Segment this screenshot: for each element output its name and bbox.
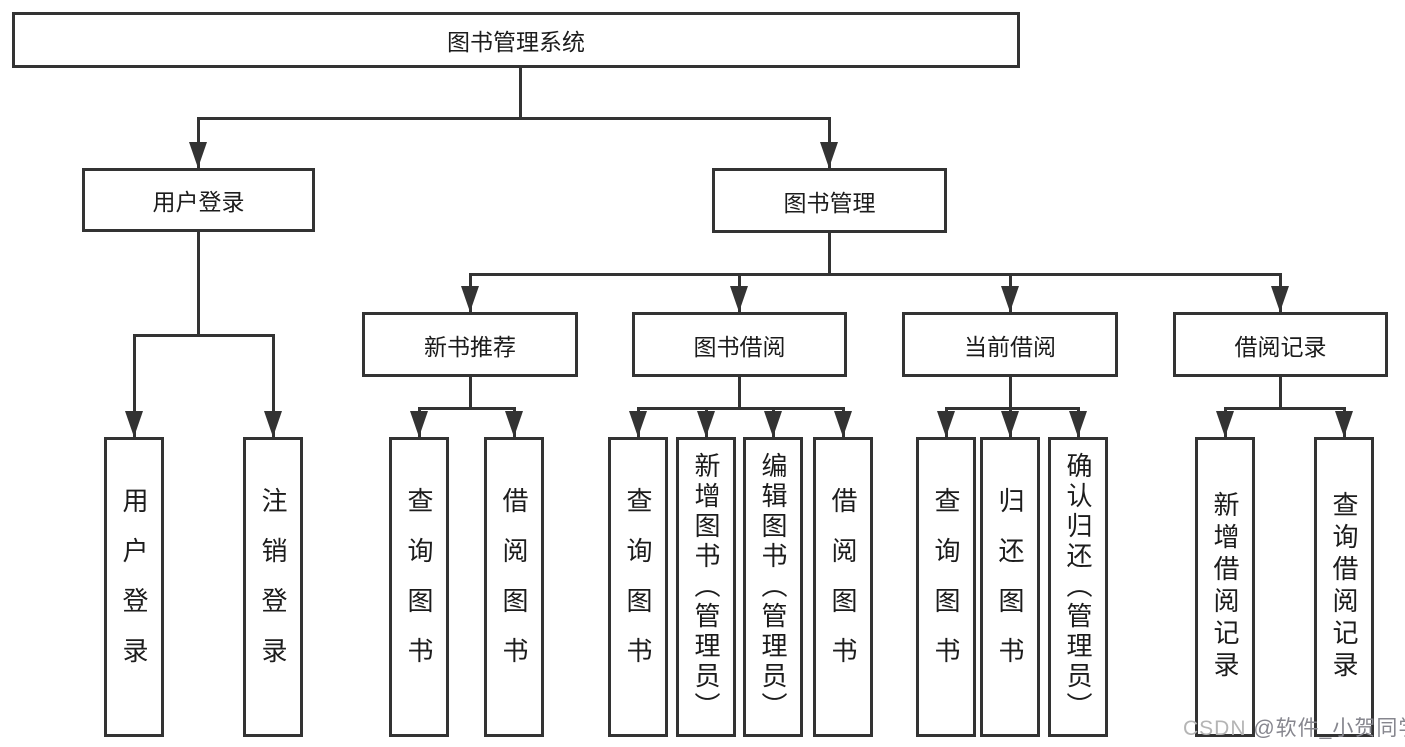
arrowhead-icon	[189, 142, 207, 168]
watermark-user: @软件_小贺同学	[1253, 717, 1405, 740]
arrowhead-icon	[1216, 411, 1234, 437]
connector-line	[271, 335, 275, 437]
leaf-label: 新增图书（管理员）	[691, 452, 721, 722]
leaf-add-borrow-record: 新增借阅记录	[1195, 437, 1255, 737]
connector-line	[196, 116, 831, 120]
leaf-label: 查询图书	[623, 487, 653, 687]
node-label: 图书管理系统	[447, 29, 585, 55]
leaf-label: 借阅图书	[828, 487, 858, 687]
arrowhead-icon	[410, 411, 428, 437]
leaf-label: 借阅图书	[499, 487, 529, 687]
node-root: 图书管理系统	[12, 12, 1020, 68]
arrowhead-icon	[764, 411, 782, 437]
leaf-label: 确认归还（管理员）	[1063, 452, 1093, 722]
connector-line	[1223, 406, 1346, 410]
connector-line	[132, 335, 136, 437]
leaf-label: 查询图书	[404, 487, 434, 687]
leaf-confirm-return-admin: 确认归还（管理员）	[1048, 437, 1108, 737]
arrowhead-icon	[1069, 411, 1087, 437]
connector-line	[132, 333, 275, 337]
node-book-management: 图书管理	[712, 168, 947, 233]
connector-line	[737, 377, 741, 408]
watermark: CSDN @软件_小贺同学	[1183, 712, 1405, 742]
node-book-borrow: 图书借阅	[632, 312, 847, 377]
arrowhead-icon	[629, 411, 647, 437]
leaf-label: 新增借阅记录	[1210, 491, 1240, 683]
leaf-user-login: 用户登录	[104, 437, 164, 737]
leaf-label: 编辑图书（管理员）	[758, 452, 788, 722]
arrowhead-icon	[697, 411, 715, 437]
connector-line	[417, 406, 516, 410]
node-current-borrow: 当前借阅	[902, 312, 1118, 377]
leaf-logout: 注销登录	[243, 437, 303, 737]
leaf-label: 注销登录	[258, 487, 288, 687]
leaf-borrow-book-1: 借阅图书	[484, 437, 544, 737]
arrowhead-icon	[264, 411, 282, 437]
node-borrow-records: 借阅记录	[1173, 312, 1388, 377]
leaf-label: 查询图书	[931, 487, 961, 687]
node-label: 图书借阅	[693, 333, 786, 360]
leaf-query-book-2: 查询图书	[608, 437, 668, 737]
leaf-query-book-1: 查询图书	[389, 437, 449, 737]
node-label: 图书管理	[783, 189, 876, 216]
node-label: 用户登录	[152, 189, 245, 215]
arrowhead-icon	[937, 411, 955, 437]
leaf-label: 归还图书	[995, 487, 1025, 687]
leaf-label: 查询借阅记录	[1329, 491, 1359, 683]
arrowhead-icon	[1271, 286, 1289, 312]
node-new-book-recommend: 新书推荐	[362, 312, 578, 377]
node-user-login: 用户登录	[82, 168, 315, 232]
leaf-query-book-3: 查询图书	[916, 437, 976, 737]
arrowhead-icon	[730, 286, 748, 312]
arrowhead-icon	[461, 286, 479, 312]
arrowhead-icon	[834, 411, 852, 437]
connector-line	[827, 232, 831, 274]
arrowhead-icon	[820, 142, 838, 168]
arrowhead-icon	[1335, 411, 1353, 437]
leaf-borrow-book-2: 借阅图书	[813, 437, 873, 737]
arrowhead-icon	[505, 411, 523, 437]
node-label: 当前借阅	[964, 333, 1056, 360]
connector-line	[468, 377, 472, 408]
connector-line	[1008, 377, 1012, 408]
leaf-label: 用户登录	[119, 487, 149, 687]
leaf-query-borrow-record: 查询借阅记录	[1314, 437, 1374, 737]
leaf-add-book-admin: 新增图书（管理员）	[676, 437, 736, 737]
node-label: 新书推荐	[424, 333, 516, 360]
connector-line	[468, 272, 1282, 276]
arrowhead-icon	[1001, 411, 1019, 437]
connector-line	[518, 68, 522, 118]
watermark-brand: CSDN	[1183, 717, 1254, 740]
arrowhead-icon	[125, 411, 143, 437]
leaf-edit-book-admin: 编辑图书（管理员）	[743, 437, 803, 737]
connector-line	[636, 406, 845, 410]
leaf-return-book: 归还图书	[980, 437, 1040, 737]
arrowhead-icon	[1001, 286, 1019, 312]
node-label: 借阅记录	[1234, 333, 1327, 360]
connector-line	[1278, 377, 1282, 408]
connector-line	[196, 232, 200, 335]
connector-line	[944, 406, 1080, 410]
